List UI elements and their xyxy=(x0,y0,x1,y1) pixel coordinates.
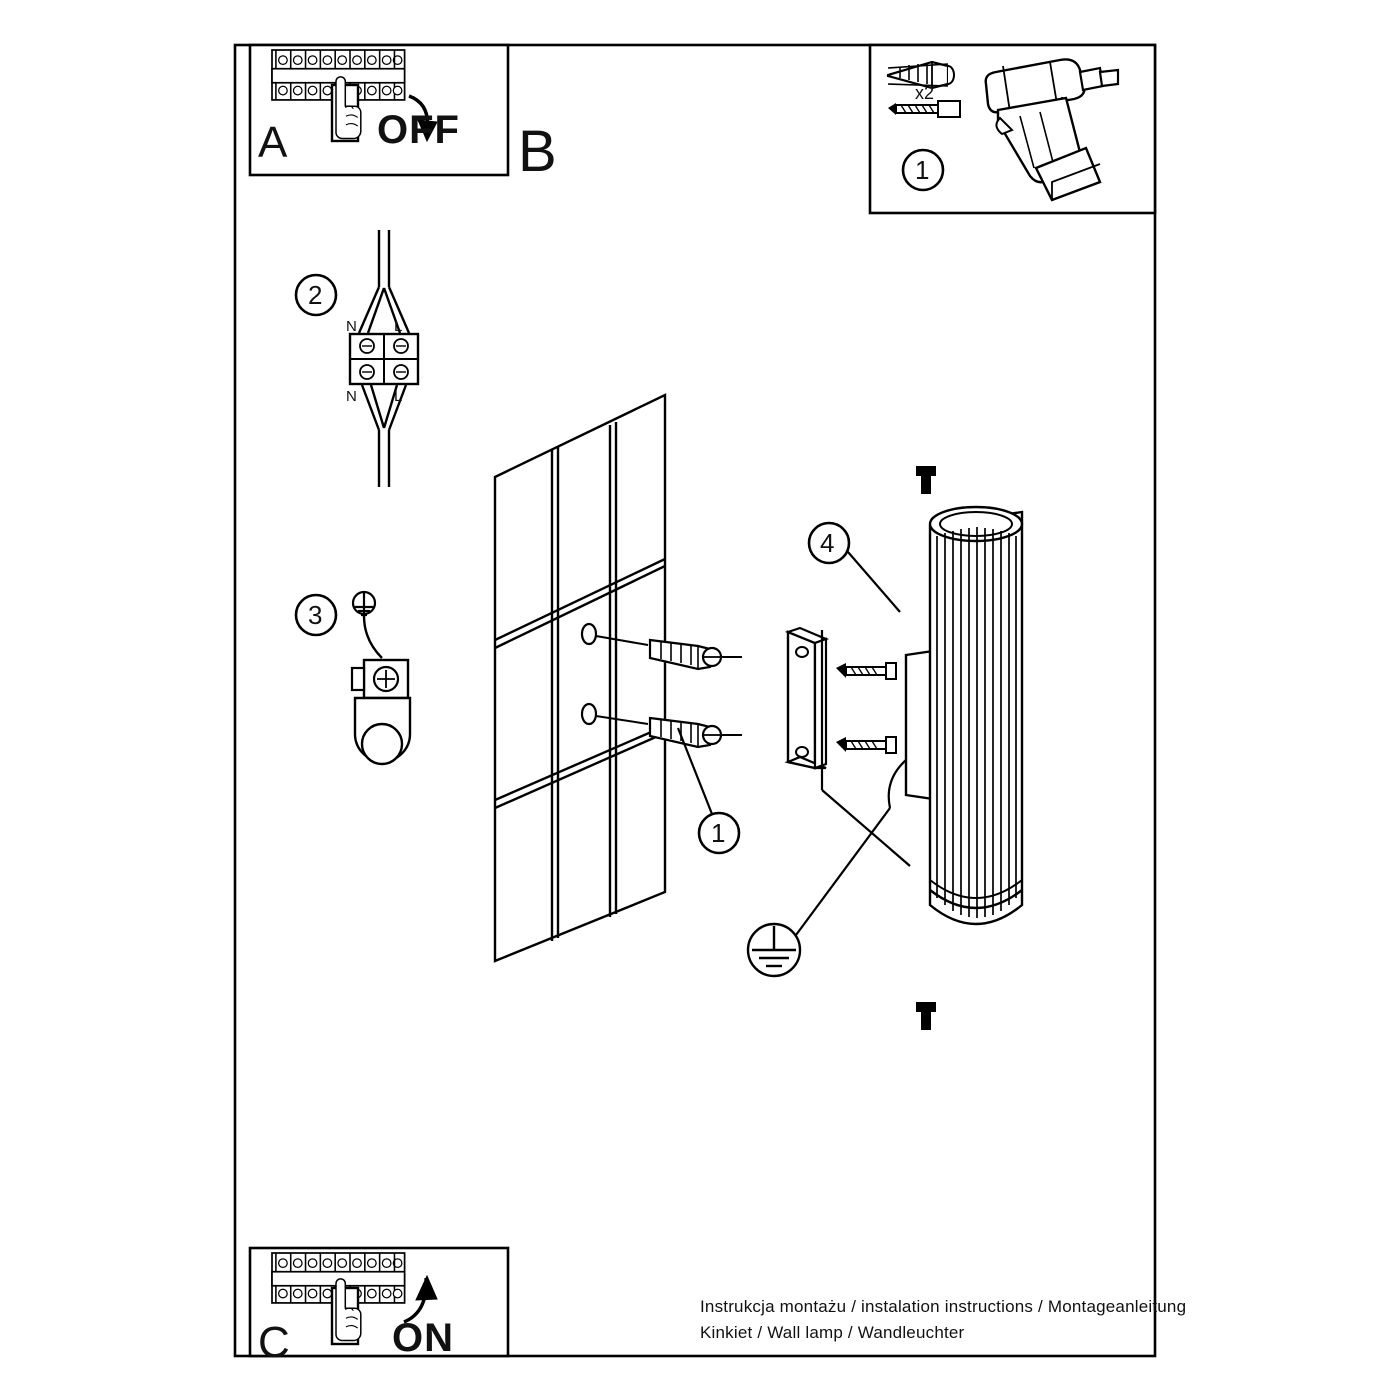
label-b: B xyxy=(518,119,558,184)
bracket-screw-lower xyxy=(836,736,897,754)
mounting-bracket xyxy=(784,626,897,770)
footer-line-2: Kinkiet / Wall lamp / Wandleuchter xyxy=(700,1323,965,1342)
page-border xyxy=(233,43,1157,1358)
step2-wire-terminal xyxy=(294,230,420,487)
ground-wire xyxy=(362,615,383,659)
panel-a-switch-off xyxy=(248,43,510,177)
wall-tiles xyxy=(493,393,667,963)
step3-ground-terminal xyxy=(294,590,412,766)
panel-step1-drill xyxy=(868,43,1157,215)
terminal-label-n-top: N xyxy=(346,318,357,335)
earth-ground-symbol xyxy=(746,807,891,978)
step-number-3: 3 xyxy=(308,600,323,630)
step-badge-1 xyxy=(901,148,945,192)
wall-lamp-body xyxy=(887,505,1024,926)
label-on: ON xyxy=(392,1316,454,1360)
wall-plug-icon xyxy=(886,60,955,90)
step-number-1-callout: 1 xyxy=(711,818,726,848)
panel-c-switch-on xyxy=(248,1246,510,1358)
screw-icon xyxy=(888,100,961,118)
step-number-4: 4 xyxy=(820,528,835,558)
label-off: OFF xyxy=(377,108,460,152)
terminal-label-l-top: L xyxy=(394,318,403,335)
label-quantity: x2 xyxy=(915,83,935,103)
power-drill-icon xyxy=(984,58,1120,202)
step-badge-3 xyxy=(294,593,338,637)
step-badge-1b xyxy=(697,811,741,855)
footer-line-1: Instrukcja montażu / instalation instruc… xyxy=(700,1297,1187,1316)
drill-hole-lower xyxy=(580,702,598,726)
label-c: C xyxy=(258,1318,291,1367)
callout-step1 xyxy=(676,727,741,855)
terminal-label-l-bottom: L xyxy=(394,388,403,405)
step-number-2: 2 xyxy=(308,280,323,310)
label-a: A xyxy=(258,118,289,167)
callout-step4 xyxy=(807,521,911,867)
lamp-set-screws xyxy=(916,466,936,1030)
step-badge-2 xyxy=(294,273,338,317)
bracket-screw-upper xyxy=(836,662,897,680)
step-number-1-top: 1 xyxy=(915,155,930,185)
on-arrow-head xyxy=(415,1274,438,1301)
ground-symbol-small xyxy=(351,590,377,617)
drill-hole-upper xyxy=(580,622,598,646)
step-badge-4 xyxy=(807,521,851,565)
terminal-label-n-bottom: N xyxy=(346,388,357,405)
off-arrow-head xyxy=(417,119,438,143)
